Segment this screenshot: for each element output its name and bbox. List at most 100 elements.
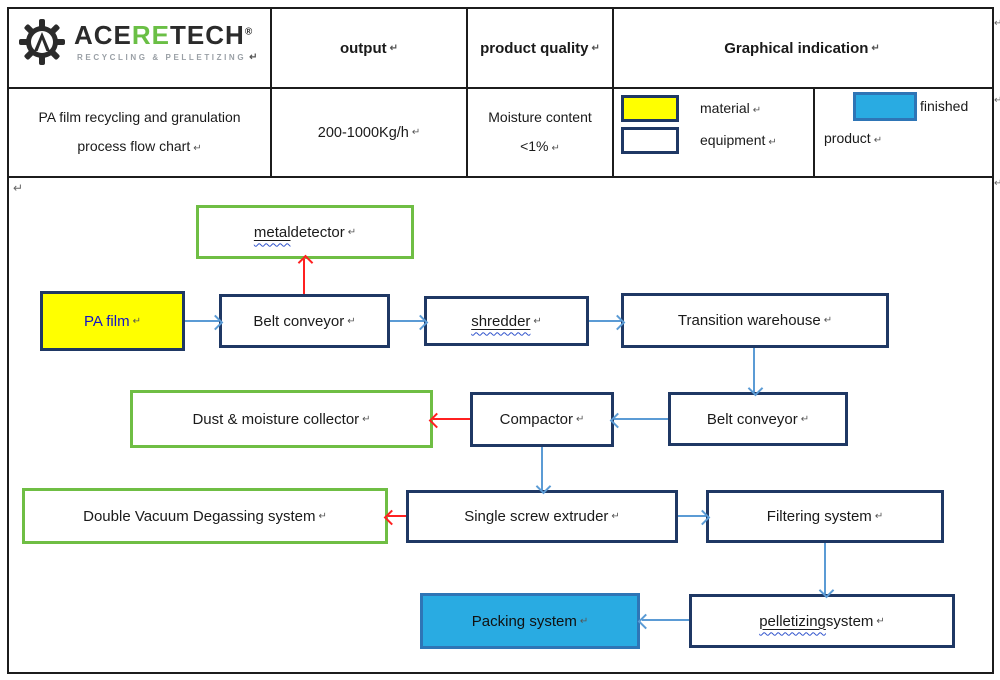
paragraph-mark: ↵ (411, 127, 421, 138)
quality-value-line2: <1%↵ (520, 132, 560, 163)
chart-title-line1: PA film recycling and granulation (38, 108, 241, 125)
paragraph-mark: ↵ (193, 142, 202, 154)
node-belt-conveyor-2: Belt conveyor↵ (668, 392, 848, 446)
node-label: Belt conveyor (706, 410, 798, 428)
paragraph-mark: ↵ (551, 142, 560, 154)
arrow-pelletizing-to-packing (642, 619, 689, 621)
node-label: system (825, 612, 874, 630)
legend-material-swatch (621, 95, 679, 122)
node-label: Filtering system (766, 508, 872, 525)
arrow-belt-conveyor-to-metal-detector (303, 259, 305, 294)
paragraph-mark: ↵ (318, 510, 327, 522)
table-row-divider-1 (7, 87, 992, 89)
node-label: Transition warehouse (677, 312, 821, 329)
node-label: PA film (84, 312, 130, 330)
node-label-wavy: metal (253, 223, 291, 241)
node-metal-detector: metal detector↵ (196, 205, 414, 259)
legend-material-label: material↵ (700, 100, 761, 116)
arrow-extruder-to-double-vacuum (388, 515, 406, 517)
chart-title: PA film recycling and granulation proces… (9, 89, 270, 176)
node-label: Packing system (471, 612, 577, 630)
table-outer-border (7, 7, 994, 674)
legend-equipment-text: equipment (700, 132, 766, 148)
brand-re: RE (131, 20, 171, 50)
output-value: 200-1000Kg/h↵ (272, 89, 466, 176)
header-product-quality-label: product quality (480, 39, 589, 57)
node-label: Compactor (499, 411, 573, 428)
brand-ace: ACE (74, 20, 132, 50)
output-value-text: 200-1000Kg/h (317, 124, 409, 141)
table-row-divider-2 (7, 176, 992, 178)
legend-equipment-swatch (621, 127, 679, 154)
paragraph-mark: ↵ (347, 226, 357, 238)
legend-finished-swatch (853, 92, 917, 121)
row-end-mark-2: ↵ (994, 95, 1000, 106)
node-dust-moisture-collector: Dust & moisture collector↵ (130, 390, 433, 448)
quality-value-line1: Moisture content (488, 108, 592, 125)
table-col-divider-3 (612, 7, 614, 178)
paragraph-mark: ↵ (874, 511, 884, 522)
node-packing-system: Packing system↵ (420, 593, 640, 649)
header-graphical-indication: Graphical indication↵ (614, 9, 990, 87)
legend-finished-text: finished (920, 98, 969, 114)
node-label: Double Vacuum Degassing system (83, 507, 316, 525)
brand-tagline-text: RECYCLING & PELLETIZING (77, 53, 247, 62)
logo: ACERETECH® RECYCLING & PELLETIZING↵ (18, 16, 268, 76)
registered-mark: ® (244, 26, 254, 38)
arrow-belt-conveyor-2-to-compactor (614, 418, 668, 420)
row-end-mark-1: ↵ (994, 18, 1000, 29)
paragraph-mark: ↵ (533, 315, 542, 327)
node-pa-film: PA film↵ (40, 291, 185, 351)
paragraph-mark: ↵ (768, 137, 777, 148)
node-label: detector (290, 223, 345, 241)
quality-value: Moisture content <1%↵ (468, 89, 612, 176)
paragraph-mark: ↵ (347, 315, 356, 327)
node-belt-conveyor-1: Belt conveyor↵ (219, 294, 390, 348)
paragraph-mark: ↵ (362, 413, 371, 425)
paragraph-mark: ↵ (249, 52, 261, 63)
brand-tagline: RECYCLING & PELLETIZING↵ (77, 52, 260, 63)
node-label: Belt conveyor (253, 312, 345, 330)
legend-product-text: product (824, 130, 871, 146)
paragraph-mark: ↵ (579, 615, 589, 627)
paragraph-mark: ↵ (873, 135, 883, 146)
paragraph-mark: ↵ (591, 42, 600, 54)
arrow-belt-conveyor-to-shredder (390, 320, 424, 322)
legend-material-text: material (700, 100, 750, 116)
paragraph-mark: ↵ (871, 42, 880, 54)
node-label-wavy: shredder (471, 312, 531, 330)
node-shredder: shredder↵ (424, 296, 589, 346)
node-pelletizing-system: pelletizing system↵ (689, 594, 955, 648)
paragraph-mark: ↵ (389, 42, 399, 54)
header-graphical-indication-label: Graphical indication (724, 39, 869, 57)
paragraph-mark: ↵ (752, 105, 762, 116)
brand-tech: TECH (170, 20, 245, 50)
flow-area-paragraph-mark: ↵ (13, 181, 24, 195)
legend-cell-divider (813, 87, 815, 178)
arrow-transition-warehouse-to-belt-conveyor-2 (753, 348, 755, 392)
paragraph-mark: ↵ (575, 414, 585, 425)
arrow-filtering-to-pelletizing (824, 543, 826, 594)
chart-title-line2: process flow chart↵ (77, 132, 201, 163)
paragraph-mark: ↵ (823, 315, 833, 326)
node-double-vacuum-degassing: Double Vacuum Degassing system↵ (22, 488, 388, 544)
row-end-mark-3: ↵ (994, 178, 1000, 189)
arrow-shredder-to-transition-warehouse (589, 320, 621, 322)
node-filtering-system: Filtering system↵ (706, 490, 944, 543)
node-label-wavy: pelletizing (759, 612, 826, 630)
node-label: Single screw extruder (464, 508, 609, 525)
paragraph-mark: ↵ (876, 615, 885, 627)
node-single-screw-extruder: Single screw extruder↵ (406, 490, 678, 543)
quality-value-line2-text: <1% (520, 137, 549, 154)
paragraph-mark: ↵ (800, 413, 810, 425)
paragraph-mark: ↵ (611, 511, 620, 522)
node-compactor: Compactor↵ (470, 392, 614, 447)
arrow-pa-film-to-belt-conveyor (185, 320, 219, 322)
chart-title-line2-text: process flow chart (77, 137, 191, 154)
paragraph-mark: ↵ (132, 315, 141, 327)
header-output-label: output (339, 39, 387, 57)
arrow-compactor-to-single-screw-extruder (541, 447, 543, 490)
legend-finished-label-2: product↵ (824, 130, 882, 146)
arrow-compactor-to-dust-collector (433, 418, 470, 420)
